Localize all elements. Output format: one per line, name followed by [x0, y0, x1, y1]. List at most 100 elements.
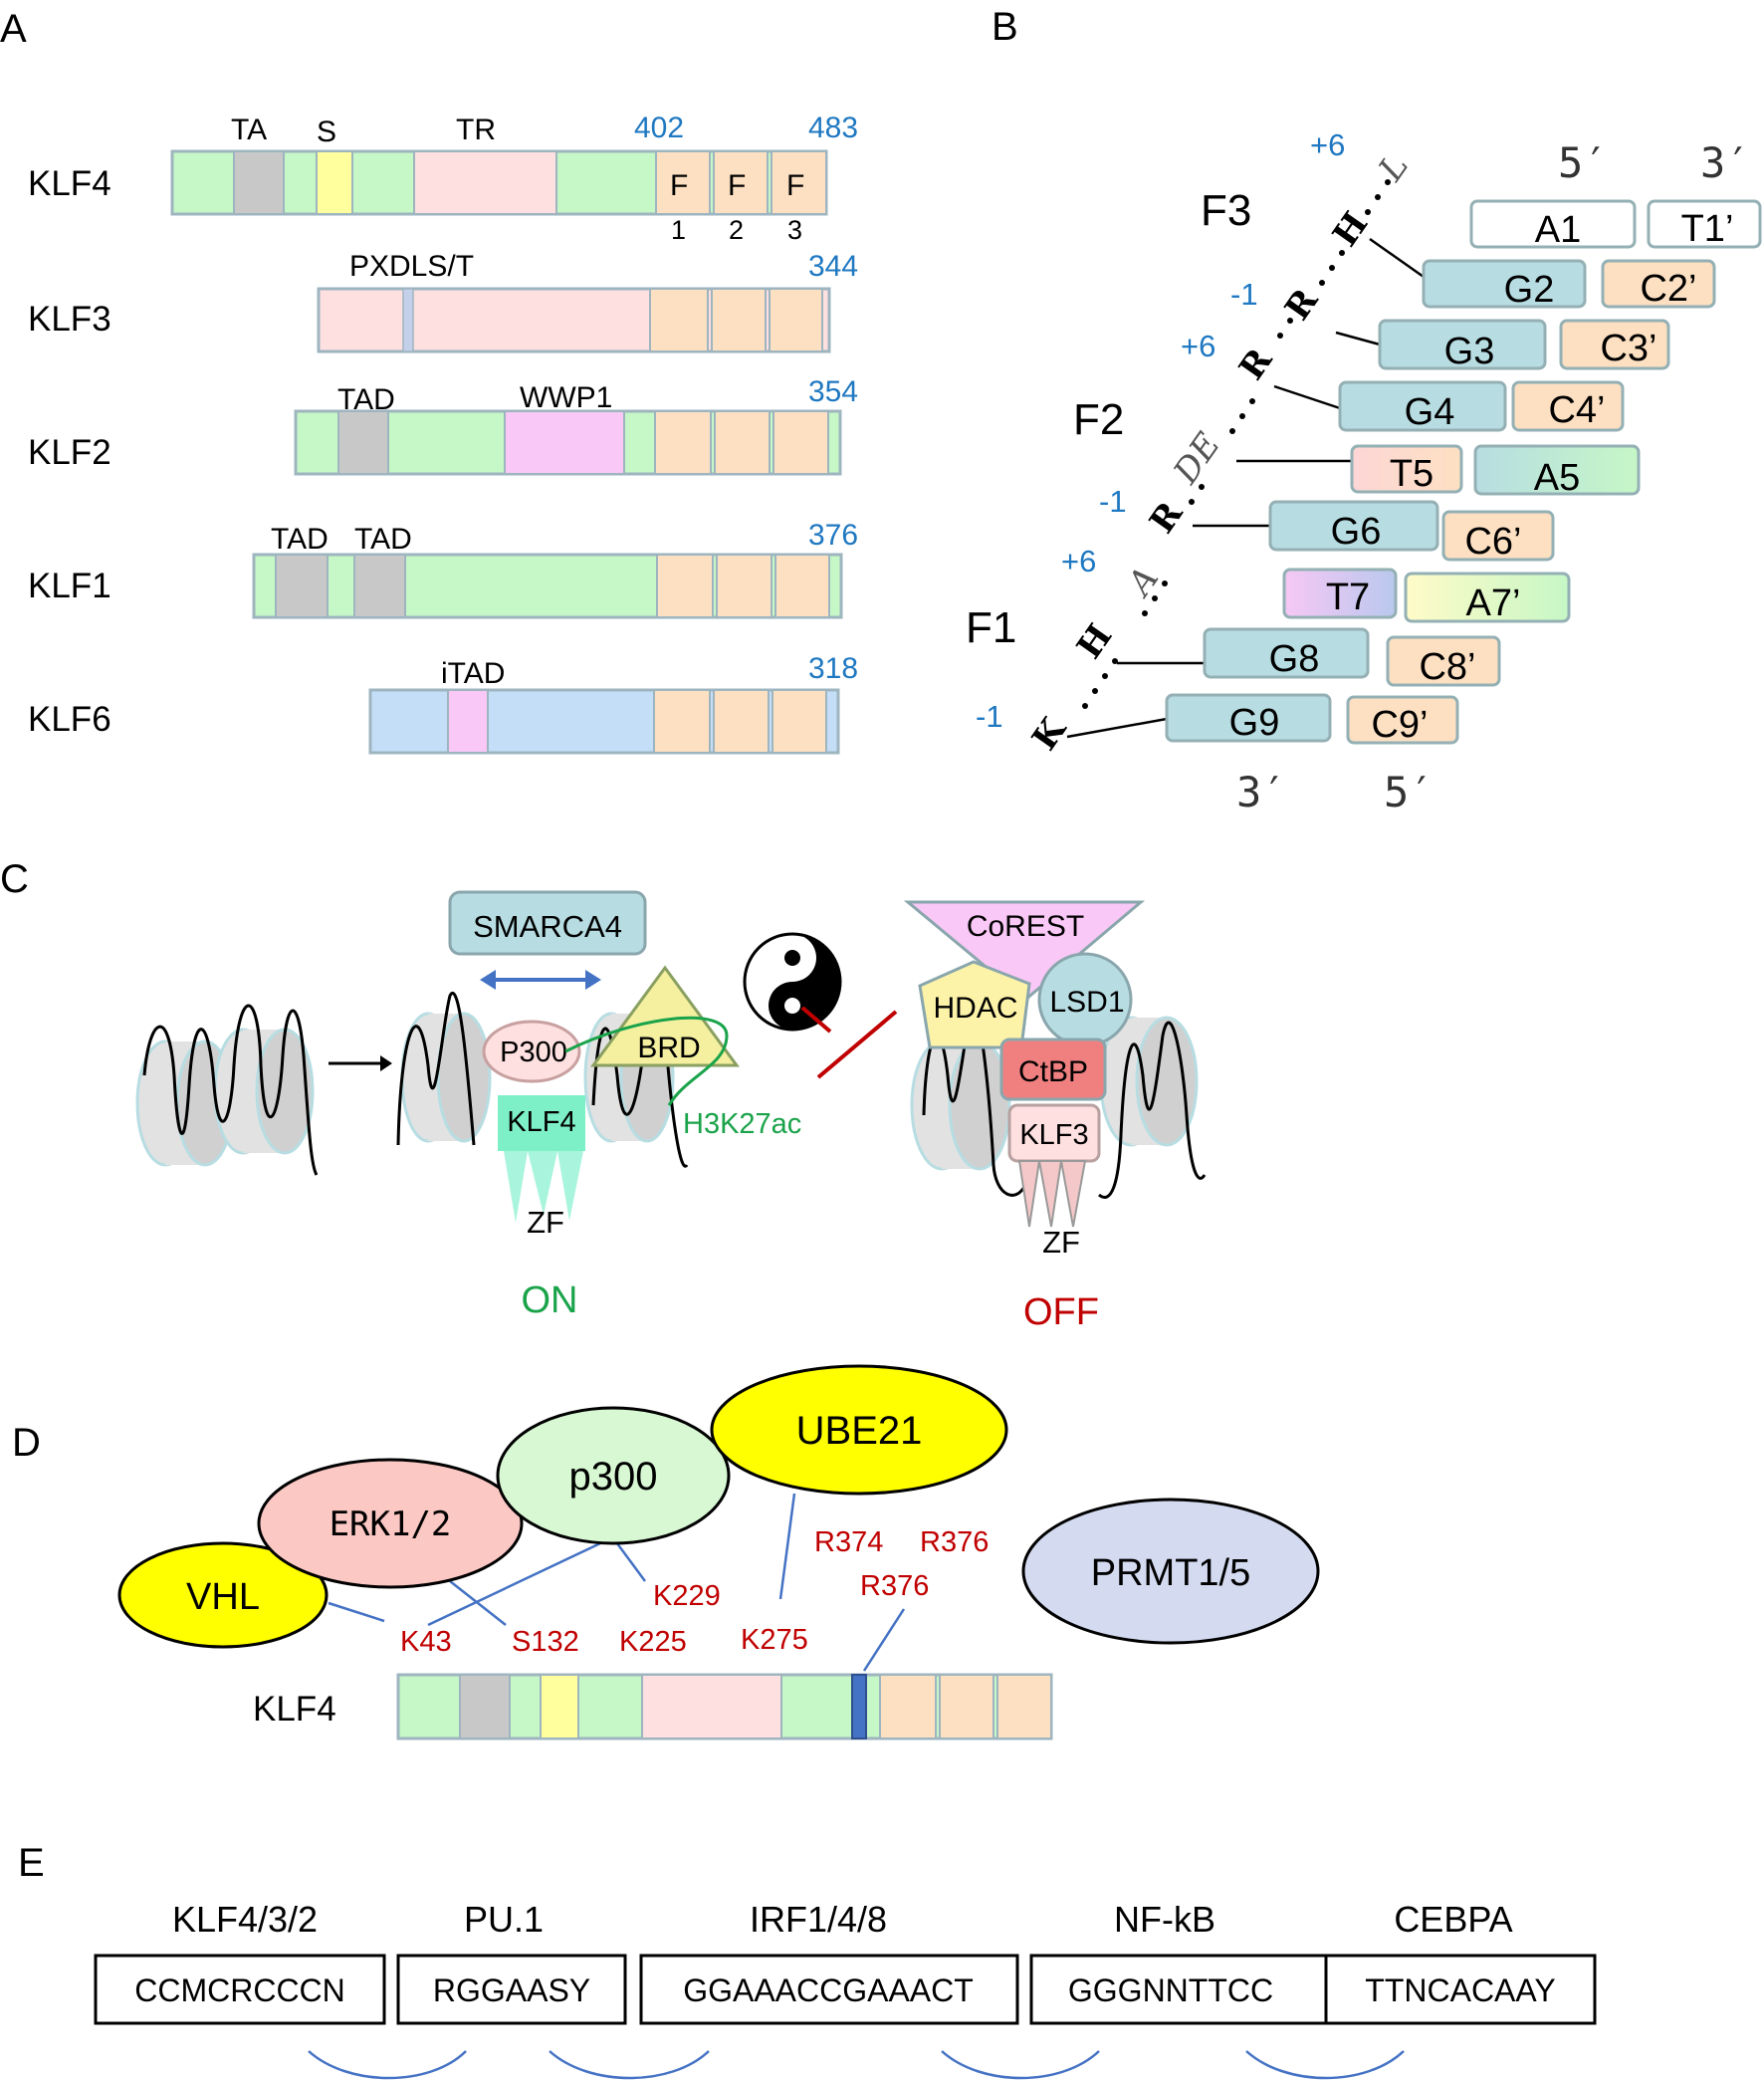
klf4-block — [498, 1095, 585, 1151]
ctbp-label: CtBP — [1018, 1055, 1088, 1088]
tf-cebpa: CEBPA — [1394, 1899, 1512, 1940]
site-k43: K43 — [400, 1626, 452, 1658]
domain-pxdls-label: PXDLS/T — [349, 250, 474, 283]
protein-name: KLF4 — [28, 164, 111, 203]
lsd1-label: LSD1 — [1049, 986, 1124, 1019]
domain-tr-label: TR — [456, 114, 496, 146]
site-k229: K229 — [653, 1580, 721, 1612]
base-c2: C2’ — [1640, 268, 1696, 310]
corest-label: CoREST — [967, 910, 1084, 943]
panel-label-e: E — [18, 1841, 45, 1885]
erk-label: ERK1/2 — [330, 1504, 452, 1544]
motif-spacing-arcs — [308, 2050, 1405, 2080]
base-g3: G3 — [1444, 331, 1495, 372]
inhibition-line — [800, 1006, 898, 1079]
tf-irf: IRF1/4/8 — [750, 1899, 887, 1940]
seq-pu1: RGGAASY — [433, 1972, 590, 2008]
position-344: 344 — [808, 250, 858, 283]
residue-a: A — [1118, 560, 1167, 605]
base-a7: A7’ — [1466, 582, 1521, 624]
finger-num-1: 1 — [671, 215, 686, 245]
base-t1: T1’ — [1681, 208, 1734, 250]
position-318: 318 — [808, 652, 858, 685]
motif-boxes — [94, 1954, 1597, 2025]
on-label: ON — [522, 1279, 578, 1321]
panel-label-b: B — [992, 5, 1018, 49]
finger-f1-label: F1 — [966, 603, 1016, 652]
site-r376-a: R376 — [920, 1526, 989, 1558]
strand-top-3: 3′ — [1700, 138, 1751, 187]
position-483: 483 — [808, 112, 858, 144]
tf-nfkb: NF-kB — [1114, 1899, 1215, 1940]
site-k225: K225 — [619, 1626, 687, 1658]
domain-ta-label: TA — [231, 114, 267, 146]
base-c9: C9’ — [1371, 704, 1428, 746]
residue-l: L — [1371, 147, 1417, 189]
domain-tad-label-2: TAD — [354, 523, 412, 556]
zinc-fingers-off — [1017, 1160, 1087, 1228]
base-c4: C4’ — [1548, 389, 1605, 431]
zinc-fingers-on — [504, 1151, 583, 1223]
residue-r-f2: R — [1142, 494, 1191, 541]
position-354: 354 — [808, 375, 858, 408]
base-c6: C6’ — [1464, 521, 1521, 563]
strand-top-5: 5′ — [1558, 138, 1609, 187]
motif-sequences: CCMCRCCCN RGGAASY GGAAACCGAAACT GGGNNTTC… — [134, 1972, 1555, 2008]
p300-enzyme-ellipse — [496, 1406, 731, 1545]
erk-ellipse — [257, 1458, 524, 1589]
site-r376-b: R376 — [860, 1570, 929, 1602]
pos-plus6-f3: +6 — [1310, 127, 1345, 162]
panel-label-c: C — [0, 857, 29, 901]
site-r374: R374 — [814, 1526, 883, 1558]
seq-irf: GGAAACCGAAACT — [683, 1972, 974, 2008]
pos-plus6-f1: +6 — [1061, 544, 1096, 578]
residue-h-f1: H — [1069, 617, 1120, 666]
zf-on-label: ZF — [527, 1205, 564, 1240]
corest-triangle — [903, 900, 1146, 1002]
vhl-ellipse — [117, 1541, 329, 1649]
klf4-bar-d: KLF4 — [253, 1673, 1053, 1740]
finger-f3-label: F3 — [1201, 186, 1251, 235]
off-label: OFF — [1023, 1291, 1099, 1333]
klf6-protein-bar: KLF6 iTAD 318 — [28, 652, 858, 755]
strand-bottom-5: 5′ — [1384, 768, 1434, 816]
prmt-label: PRMT1/5 — [1091, 1552, 1250, 1594]
klf1-protein-bar: KLF1 TAD TAD 376 — [28, 519, 858, 619]
panel-label-d: D — [12, 1421, 41, 1465]
prmt-ellipse — [1021, 1498, 1320, 1645]
yin-yang-icon — [743, 932, 842, 1032]
ctbp-box — [999, 1038, 1107, 1101]
site-s132: S132 — [512, 1626, 579, 1658]
base-g8: G8 — [1269, 638, 1320, 680]
seq-klf: CCMCRCCCN — [134, 1972, 345, 2008]
protein-name: KLF3 — [28, 300, 111, 339]
base-c3: C3’ — [1600, 328, 1656, 369]
p300-enzyme-label: p300 — [569, 1455, 658, 1499]
finger-label-f1: F — [670, 169, 688, 202]
base-g2: G2 — [1504, 269, 1555, 311]
smarca4-label: SMARCA4 — [473, 909, 622, 944]
ube21-label: UBE21 — [796, 1409, 923, 1453]
base-g6: G6 — [1331, 511, 1382, 553]
finger-num-2: 2 — [729, 215, 744, 245]
residue-k: K — [1024, 710, 1075, 758]
motif-tf-names: KLF4/3/2 PU.1 IRF1/4/8 NF-kB CEBPA — [172, 1899, 1513, 1940]
domain-tad-label-1: TAD — [271, 523, 329, 556]
pos-minus1-f1: -1 — [976, 699, 1003, 734]
vhl-label: VHL — [186, 1576, 260, 1618]
zf-off-label: ZF — [1042, 1225, 1080, 1260]
residue-de: DE — [1166, 425, 1228, 492]
finger-label-f3: F — [786, 169, 804, 202]
acetylation-loop — [564, 1016, 729, 1106]
pos-minus1-f2: -1 — [1099, 484, 1127, 519]
seq-nfkb: GGGNNTTCC — [1068, 1972, 1273, 2008]
residue-r-f2-top: R — [1231, 341, 1280, 387]
protein-name: KLF1 — [28, 567, 111, 605]
p300-label: P300 — [500, 1037, 567, 1068]
klf4-protein-bar: KLF4 TA S TR 402 483 F F F 1 2 3 — [28, 112, 858, 245]
tf-klf: KLF4/3/2 — [172, 1899, 318, 1940]
brd-label: BRD — [637, 1032, 700, 1064]
site-k275: K275 — [741, 1624, 808, 1656]
seq-cebpa: TTNCACAAY — [1365, 1972, 1555, 2008]
